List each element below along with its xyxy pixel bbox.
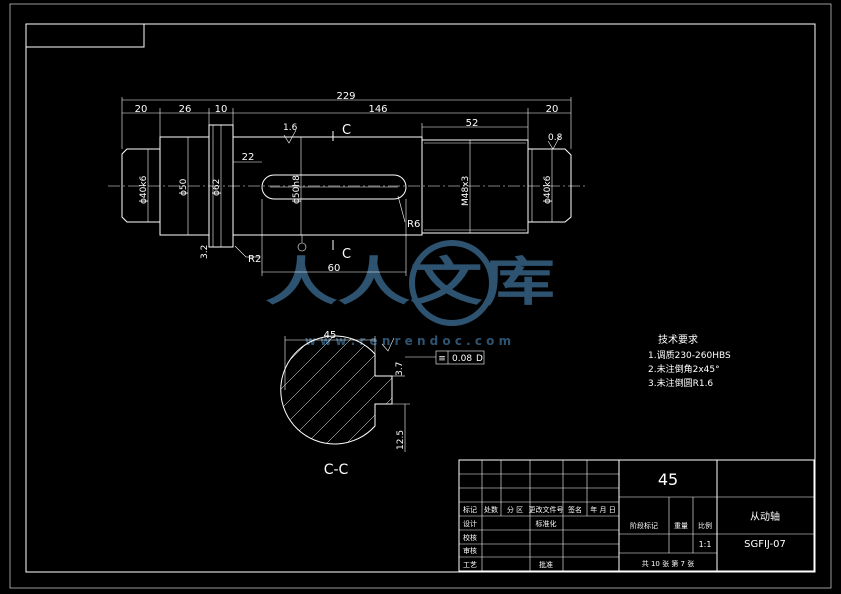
dim-key-len: 60 [328,263,341,274]
dim-seg-10: 10 [215,104,228,115]
tb-sheets: 共 10 张 第 7 张 [642,559,695,568]
dia-50: ϕ50 [179,178,189,196]
tb-scale-label: 比例 [698,521,712,530]
top-dimensions: 229 20 26 10 146 20 52 1.6 0.8 C C 22 60 [121,91,572,276]
top-left-box [25,23,145,48]
dim-key-offset: 22 [242,152,255,163]
tb-h-sign: 签名 [568,505,582,514]
tb-stage: 阶段标记 [630,521,658,530]
tb-process: 工艺 [463,561,477,569]
section-view: 45 3.7 12.5 ≡ 0.08 D C-C [280,330,485,478]
svg-text:≡: ≡ [438,354,446,364]
tech-item-3: 3.未注倒圆R1.6 [648,377,713,389]
tb-design: 设计 [463,519,477,528]
section-label: C-C [324,462,349,478]
dim-shoulder-3-2: 3.2 [200,245,210,259]
tb-h-change: 更改文件号 [529,505,564,514]
dia-right-bearing: ϕ40k6 [543,175,553,204]
tb-part-name: 从动轴 [750,510,780,523]
section-mark-bottom: C [342,247,351,262]
title-block: 标记 处数 分 区 更改文件号 签名 年 月 日 设计 标准化 校核 审核 工艺… [458,459,815,572]
dim-seg-146: 146 [368,104,387,115]
section-dim-12: 12.5 [396,430,406,450]
drawing-frame [25,23,816,573]
dim-seg-20-left: 20 [135,104,148,115]
rough-0-8: 0.8 [548,133,563,143]
section-dim-3-7: 3.7 [395,362,405,376]
section-dim-45: 45 [324,330,337,341]
tech-requirements: 技术要求 1.调质230-260HBS 2.未注倒角2x45° 3.未注倒圆R1… [648,333,731,389]
tb-h-date: 年 月 日 [590,505,615,514]
tech-heading: 技术要求 [658,333,698,346]
fillet-r2: R2 [248,254,261,265]
tolerance-datum: D [476,354,483,364]
tb-h-zone: 分 区 [507,505,523,514]
tb-scale: 1:1 [699,540,712,549]
tb-approve: 批准 [539,560,553,569]
dim-thread-len: 52 [466,118,479,129]
watermark-url: w w w . r e n r e n d o c . c o m [305,334,511,348]
dim-seg-26: 26 [179,104,192,115]
watermark: 人人文库 w w w . r e n r e n d o c . c o m [265,240,555,348]
tb-h-mark: 标记 [463,505,477,514]
tb-drawing-no: SGFIJ-07 [744,539,786,550]
tb-material: 45 [658,470,678,489]
diameter-labels: ϕ40k6 ϕ50 ϕ62 ϕ50h8 M48x3 ϕ40k6 [139,125,553,247]
tb-h-count: 处数 [484,505,498,514]
tolerance-value: 0.08 [452,354,472,364]
tb-extra: 校核 [463,533,477,542]
dia-keyed: ϕ50h8 [292,175,302,204]
tech-item-1: 1.调质230-260HBS [648,349,731,361]
watermark-brand: 人人文库 [265,253,555,313]
dia-thread: M48x3 [461,176,471,206]
dim-overall: 229 [336,91,355,102]
tb-weight: 重量 [674,522,688,530]
dia-62: ϕ62 [212,179,222,196]
dia-left-bearing: ϕ40k6 [139,175,149,204]
tb-check: 审核 [463,546,477,555]
outer-frame [9,3,832,589]
section-mark-top: C [342,123,351,138]
tb-standardize: 标准化 [536,519,557,528]
dim-seg-20-right: 20 [546,104,559,115]
tech-item-2: 2.未注倒角2x45° [648,363,720,375]
rough-1-6: 1.6 [283,123,298,133]
fillet-r6: R6 [407,219,420,230]
